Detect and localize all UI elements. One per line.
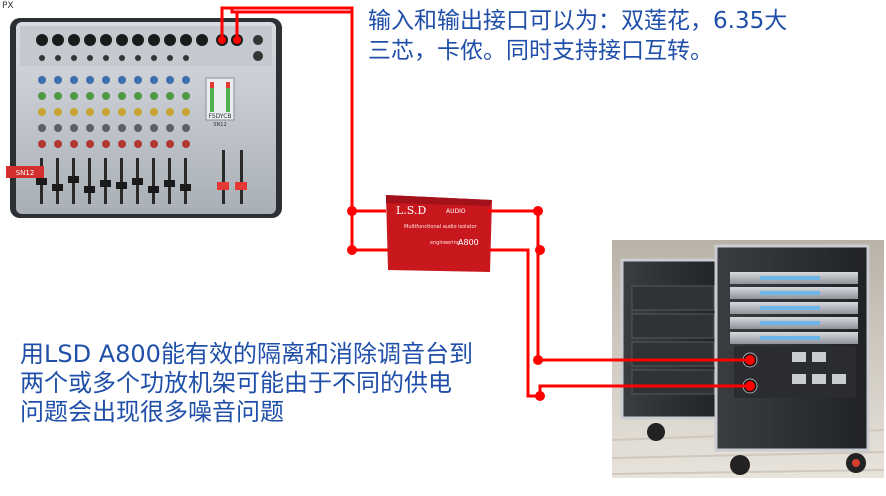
bottom-description-line-3: 问题会出现很多噪音问题 [20,398,284,426]
mixer-tag-text: SN12 [16,169,35,177]
top-description-line-1: 输入和输出接口可以为：双莲花，6.35大 [368,8,788,34]
corner-mark: PX [2,1,14,11]
bottom-description-line-2: 两个或多个功放机架可能由于不同的供电 [20,369,452,397]
rack-wheels [647,423,866,475]
isolator-device: L.S.D AUDIO Multifunctional audio isolat… [386,195,492,272]
isolator-subtitle: Multifunctional audio isolator [404,224,478,230]
mixer-faders [36,150,247,204]
rack-amp-units [730,272,858,344]
bottom-description: 用LSD A800能有效的隔离和消除调音台到 两个或多个功放机架可能由于不同的供… [20,340,530,427]
mixer-knob-rows [38,76,190,148]
mixer-model-label: SN12 [213,122,226,128]
isolator-series: engineering [430,240,460,246]
isolator-brand-suffix: AUDIO [446,208,466,215]
isolator-model: A800 [458,238,479,247]
mixer-output-jacks [216,34,263,61]
mixer-console: FSDYCB SN12 [6,18,282,218]
bottom-description-line-1: 用LSD A800能有效的隔离和消除调音台到 [20,340,473,368]
mixer-brand: FSDYCB [208,113,231,120]
mixer-input-jacks [36,34,208,61]
isolator-brand: L.S.D [396,204,426,217]
mixer-tag [6,166,44,178]
top-description: 输入和输出接口可以为：双莲花，6.35大 三芯，卡侬。同时支持接口互转。 [368,6,868,66]
wire-junction-dots [218,36,755,401]
mixer-meter-leds [210,82,230,112]
top-description-line-2: 三芯，卡侬。同时支持接口互转。 [368,38,713,64]
